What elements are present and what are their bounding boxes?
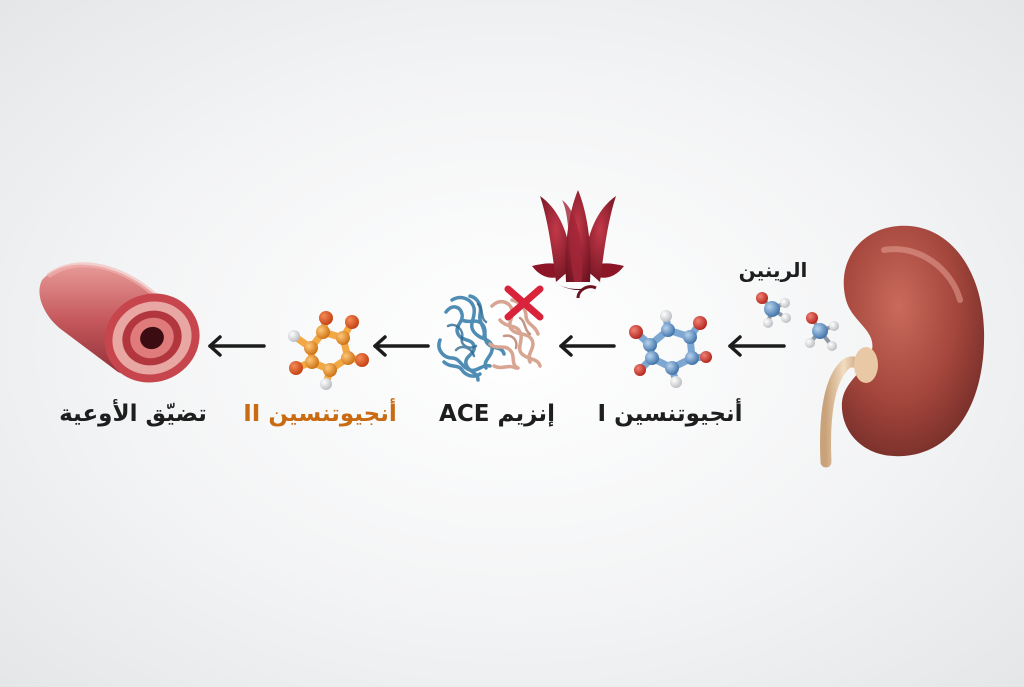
angiotensin-2-label: أنجيوتنسين II	[243, 401, 397, 427]
angiotensin-2-molecule-icon	[288, 311, 369, 390]
arrow-left-icon	[559, 335, 616, 357]
blood-vessel-icon	[39, 262, 200, 383]
arrow-left-icon	[373, 335, 430, 357]
vasoconstriction-label: تضيّق الأوعية	[59, 401, 207, 427]
hibiscus-flower-icon	[532, 190, 624, 299]
kidney-icon	[820, 225, 985, 468]
angiotensin-1-molecule-icon	[629, 310, 712, 388]
angiotensin-1-label: أنجيوتنسين I	[597, 401, 743, 427]
arrow-left-icon	[208, 335, 266, 357]
renin-molecule-icon	[756, 292, 839, 351]
ace-enzyme-label: إنزيم ACE	[439, 401, 555, 427]
inhibition-x-icon	[504, 285, 544, 321]
ace-protein-icon	[437, 294, 542, 382]
arrow-left-icon	[728, 335, 786, 357]
renin-label: الرينين	[738, 258, 808, 282]
